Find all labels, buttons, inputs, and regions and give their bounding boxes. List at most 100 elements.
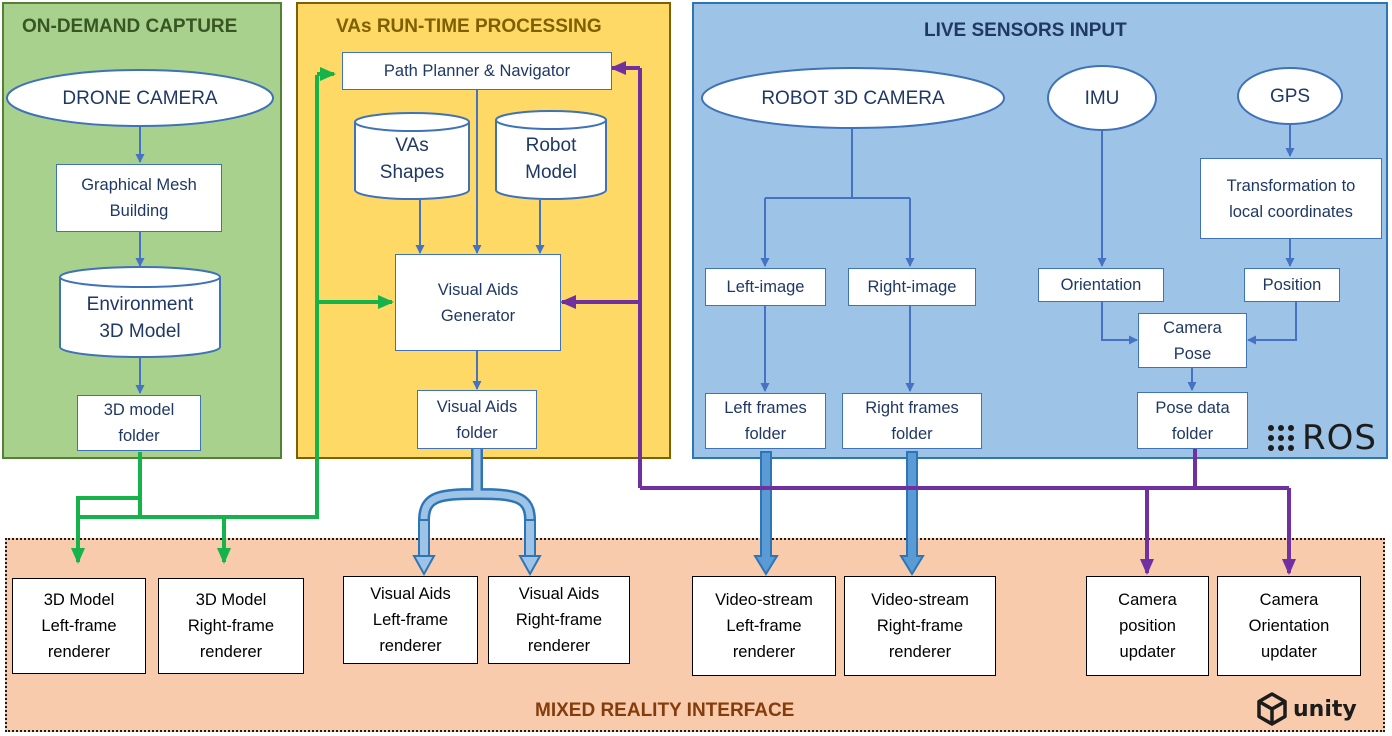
va-left-line-3: renderer bbox=[379, 637, 442, 655]
green-up-trunk bbox=[224, 75, 319, 519]
vas-shapes-line-2: Shapes bbox=[379, 162, 445, 183]
va-split-left-stem bbox=[418, 519, 430, 557]
cam-orientation-line-2: Orientation bbox=[1248, 617, 1330, 635]
imu-label: IMU bbox=[1084, 87, 1120, 109]
environment-3d-model-label: Environment 3D Model bbox=[60, 288, 220, 348]
cam-position-line-3: updater bbox=[1119, 643, 1176, 661]
left-frames-folder-box: Left frames folder bbox=[705, 393, 826, 449]
right-frames-line-1: Right frames bbox=[865, 399, 959, 417]
video-right-line-1: Video-stream bbox=[871, 591, 969, 609]
va-split-right-head bbox=[518, 555, 542, 577]
imu-shape bbox=[1047, 65, 1157, 131]
video-left-line-2: Left-frame bbox=[726, 617, 802, 635]
robot-3d-camera-label: ROBOT 3D CAMERA bbox=[761, 87, 945, 109]
model-right-frame-renderer: 3D Model Right-frame renderer bbox=[158, 578, 304, 674]
ros-dots-icon bbox=[1268, 425, 1294, 451]
transformation-line-1: Transformation to bbox=[1226, 176, 1356, 195]
camera-pose-box: Camera Pose bbox=[1138, 313, 1247, 368]
blue-flow-arrows bbox=[135, 90, 1297, 394]
vas-runtime-processing-title: VAs RUN-TIME PROCESSING bbox=[336, 16, 602, 37]
purple-main-line bbox=[638, 68, 1289, 490]
camera-pose-line-2: Pose bbox=[1173, 344, 1212, 363]
gps-shape bbox=[1237, 67, 1343, 125]
mesh-line-2: Building bbox=[109, 202, 169, 220]
cam-position-line-1: Camera bbox=[1118, 591, 1177, 609]
robot-model-line-1: Robot bbox=[525, 135, 577, 156]
robot-model-cylinder bbox=[495, 110, 607, 200]
green-model-arrows bbox=[71, 67, 394, 564]
vas-shapes-cylinder bbox=[354, 112, 470, 200]
camera-orientation-updater: Camera Orientation updater bbox=[1217, 576, 1361, 676]
unity-cube-icon bbox=[1257, 692, 1287, 726]
va-folder-line-2: folder bbox=[456, 423, 498, 442]
vas-shapes-label: VAs Shapes bbox=[355, 130, 469, 188]
va-split-right-stem bbox=[524, 519, 536, 557]
mesh-line-1: Graphical Mesh bbox=[81, 176, 197, 194]
model-right-line-3: renderer bbox=[199, 643, 263, 661]
model-folder-line-1: 3D model bbox=[103, 401, 175, 419]
transformation-box: Transformation to local coordinates bbox=[1200, 158, 1382, 239]
model-right-line-2: Right-frame bbox=[187, 617, 275, 635]
left-image-box: Left-image bbox=[705, 268, 826, 306]
drone-camera-label: DRONE CAMERA bbox=[62, 87, 218, 109]
graphical-mesh-building-box: Graphical Mesh Building bbox=[56, 164, 222, 232]
video-right-frame-renderer: Video-stream Right-frame renderer bbox=[844, 576, 996, 676]
video-left-line-3: renderer bbox=[732, 643, 796, 661]
gps-label: GPS bbox=[1269, 85, 1311, 107]
pose-data-folder-box: Pose data folder bbox=[1137, 392, 1248, 449]
ros-logo: ROS bbox=[1268, 418, 1386, 458]
unity-logo-text: unity bbox=[1293, 696, 1357, 722]
right-frames-folder-box: Right frames folder bbox=[842, 393, 982, 449]
va-right-frame-renderer: Visual Aids Right-frame renderer bbox=[488, 576, 630, 664]
drone-camera-shape bbox=[6, 69, 274, 127]
pose-folder-line-2: folder bbox=[1171, 424, 1214, 443]
right-frames-stream bbox=[899, 451, 925, 576]
ros-logo-text: ROS bbox=[1302, 418, 1377, 458]
left-frames-line-1: Left frames bbox=[724, 399, 807, 417]
visual-aids-folder-box: Visual Aids folder bbox=[417, 390, 537, 449]
va-right-line-3: renderer bbox=[527, 637, 591, 655]
video-left-line-1: Video-stream bbox=[715, 591, 813, 609]
va-right-line-1: Visual Aids bbox=[518, 585, 600, 603]
purple-pose-arrows bbox=[560, 61, 1296, 575]
model-left-line-3: renderer bbox=[47, 643, 111, 661]
model-left-line-1: 3D Model bbox=[43, 591, 115, 609]
va-left-frame-renderer: Visual Aids Left-frame renderer bbox=[343, 576, 478, 664]
va-left-line-1: Visual Aids bbox=[370, 585, 451, 603]
arrow-camera-split bbox=[765, 127, 910, 199]
generator-line-2: Generator bbox=[440, 306, 516, 325]
mixed-reality-interface-title: MIXED REALITY INTERFACE bbox=[535, 700, 795, 721]
model-left-frame-renderer: 3D Model Left-frame renderer bbox=[12, 578, 146, 674]
va-right-line-2: Right-frame bbox=[515, 611, 603, 629]
left-frames-line-2: folder bbox=[744, 425, 787, 443]
3d-model-folder-box: 3D model folder bbox=[77, 395, 201, 451]
unity-logo: unity bbox=[1256, 690, 1357, 728]
transformation-line-2: local coordinates bbox=[1229, 202, 1353, 221]
vas-shapes-line-1: VAs bbox=[395, 135, 429, 156]
green-folder-trunk bbox=[76, 452, 224, 519]
arrow-orientation-to-pose bbox=[1101, 302, 1138, 345]
cam-orientation-line-1: Camera bbox=[1259, 591, 1319, 609]
pose-folder-line-1: Pose data bbox=[1155, 398, 1230, 417]
environment-label-line-2: 3D Model bbox=[99, 321, 181, 342]
robot-model-label: Robot Model bbox=[496, 130, 606, 188]
va-folder-line-1: Visual Aids bbox=[436, 397, 518, 416]
cam-position-line-2: position bbox=[1119, 617, 1176, 635]
va-split-left-head bbox=[412, 555, 436, 577]
on-demand-capture-title: ON-DEMAND CAPTURE bbox=[22, 16, 238, 37]
right-image-box: Right-image bbox=[848, 268, 976, 306]
visual-aids-generator-box: Visual Aids Generator bbox=[395, 254, 561, 351]
model-right-line-1: 3D Model bbox=[195, 591, 267, 609]
environment-label-line-1: Environment bbox=[86, 294, 194, 315]
generator-line-1: Visual Aids bbox=[437, 280, 519, 299]
path-planner-navigator-box: Path Planner & Navigator bbox=[342, 52, 612, 90]
left-frames-stream bbox=[753, 451, 779, 576]
model-folder-line-2: folder bbox=[118, 427, 160, 445]
environment-3d-model-cylinder bbox=[59, 266, 221, 358]
position-box: Position bbox=[1244, 268, 1340, 302]
blue-stream-arrows bbox=[412, 449, 925, 577]
cam-orientation-line-3: updater bbox=[1261, 643, 1317, 661]
va-left-line-2: Left-frame bbox=[372, 611, 449, 629]
